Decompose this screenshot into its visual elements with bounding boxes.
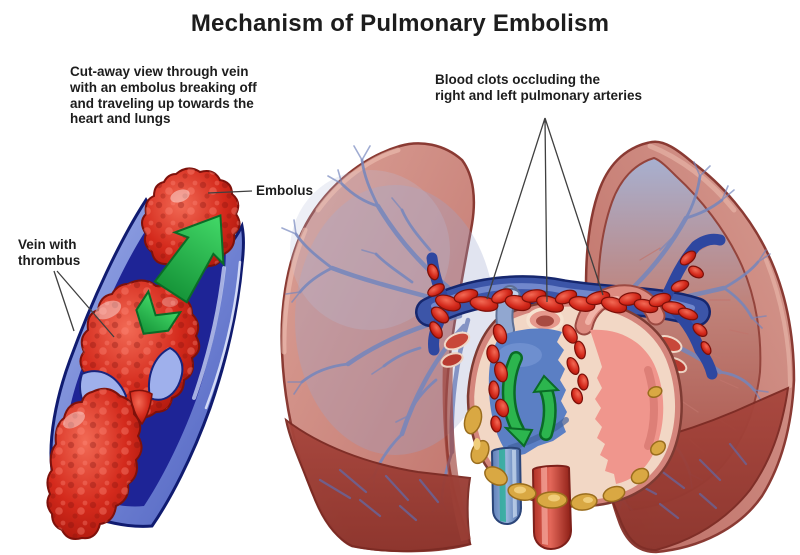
blood-clots bbox=[426, 250, 712, 433]
vein-thrombus-label: Vein with thrombus bbox=[18, 237, 81, 268]
embolus-label: Embolus bbox=[256, 183, 314, 198]
heart-flow-arrows-icon bbox=[501, 351, 561, 448]
embolus-leader-line bbox=[207, 190, 253, 194]
upward-flow-arrow-icon bbox=[135, 214, 225, 335]
page-title: Mechanism of Pulmonary Embolism bbox=[190, 10, 610, 37]
vein-caption: Cut-away view through vein with an embol… bbox=[70, 64, 257, 127]
heart-figure bbox=[415, 233, 726, 551]
leader-lines bbox=[53, 117, 604, 338]
left-lung-lower-lobe bbox=[284, 417, 472, 553]
clots-caption: Blood clots occluding the right and left… bbox=[435, 72, 643, 103]
left-lung-vessels bbox=[281, 145, 471, 515]
vein-leader-lines bbox=[53, 270, 115, 338]
clots-leader-lines bbox=[486, 117, 604, 303]
right-lung-lower-lobe bbox=[588, 386, 790, 552]
vein-figure bbox=[46, 167, 245, 540]
lungs-figure bbox=[280, 140, 796, 554]
epicardial-fat bbox=[463, 385, 666, 511]
